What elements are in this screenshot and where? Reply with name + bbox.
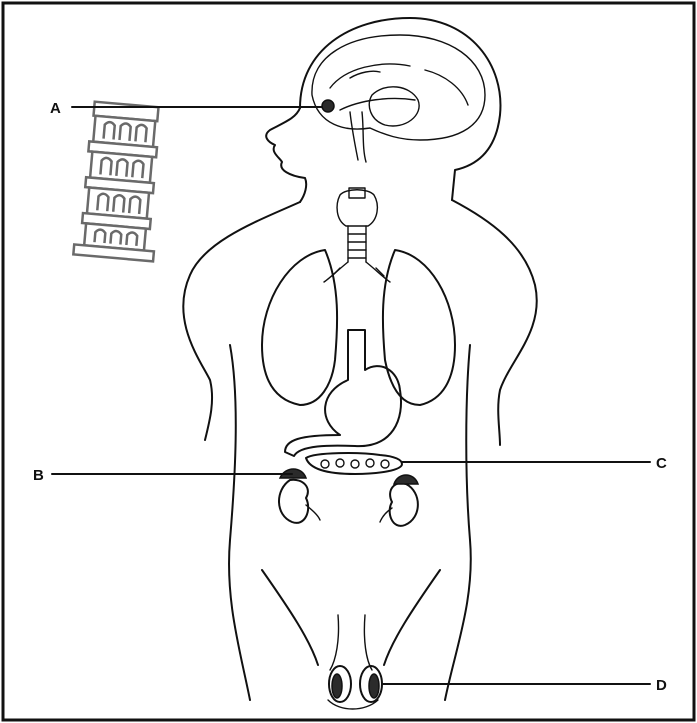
left-lung: [262, 250, 337, 405]
thyroid-trachea: [324, 188, 390, 282]
pituitary-gland: [322, 100, 334, 112]
label-d: D: [656, 677, 667, 694]
right-lung: [383, 250, 455, 405]
brain: [312, 35, 485, 162]
label-c: C: [656, 455, 667, 472]
left-kidney: [279, 480, 320, 523]
label-a: A: [50, 100, 61, 117]
right-adrenal-gland: [394, 475, 418, 484]
gonads: [329, 666, 382, 702]
right-kidney: [380, 483, 418, 526]
pancreas: [306, 453, 402, 474]
label-b: B: [33, 467, 44, 484]
leaning-tower-icon: [73, 101, 166, 261]
body-outline: [183, 18, 537, 709]
